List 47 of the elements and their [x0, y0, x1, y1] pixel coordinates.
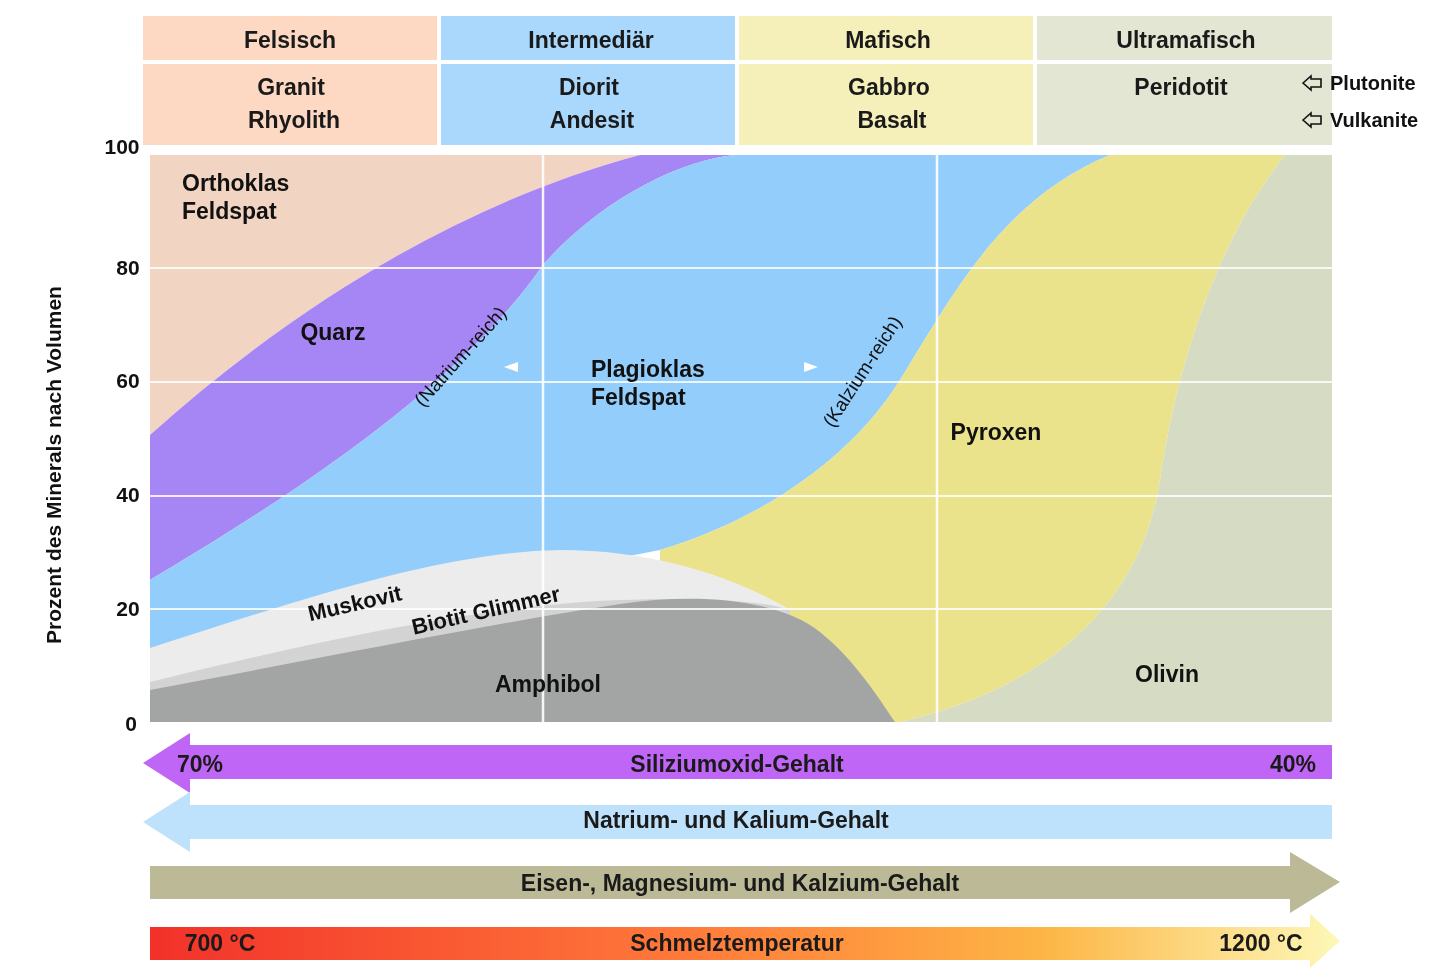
- column-heading: Mafisch: [845, 27, 931, 55]
- scale-label: Natrium- und Kalium-Gehalt: [583, 807, 889, 835]
- scale-label: 700 °C: [184, 930, 256, 958]
- rock-name: Rhyolith: [248, 107, 340, 135]
- tick-label: 60: [116, 368, 140, 394]
- table-cell: [1037, 64, 1332, 145]
- scale-label: 70%: [177, 751, 223, 779]
- scale-band: [143, 792, 1332, 852]
- table-cell: [441, 16, 735, 60]
- row-label: Vulkanite: [1330, 108, 1419, 132]
- tick-label: 100: [104, 134, 140, 160]
- scale-label: Schmelztemperatur: [630, 930, 844, 958]
- scale-band: [143, 733, 1332, 793]
- scale-label: 1200 °C: [1219, 930, 1303, 958]
- rock-name: Andesit: [549, 107, 635, 135]
- mineral-label: Plagioklas Feldspat: [591, 356, 706, 412]
- column-heading: Felsisch: [244, 27, 336, 55]
- mineral-label: Quarz: [300, 319, 366, 347]
- table-cell: [143, 64, 437, 145]
- rock-name: Peridotit: [1134, 74, 1228, 102]
- table-cell: [441, 64, 735, 145]
- table-cell: [739, 64, 1033, 145]
- rock-name: Gabbro: [848, 74, 930, 102]
- scale-label: 40%: [1270, 751, 1316, 779]
- mineral-label: Biotit Glimmer: [409, 581, 563, 641]
- rock-name: Diorit: [558, 74, 620, 102]
- tick-label: 20: [116, 596, 140, 622]
- scale-band: [150, 914, 1340, 968]
- scale-label: Eisen-, Magnesium- und Kalzium-Gehalt: [520, 870, 960, 898]
- mineral-label: Muskovit: [305, 580, 405, 628]
- scale-band: [150, 852, 1340, 913]
- tick-label: 0: [125, 711, 137, 737]
- mineral-label: Olivin: [1135, 661, 1199, 689]
- column-heading: Intermediär: [528, 27, 654, 55]
- table-cell: [1037, 16, 1332, 60]
- axis-title: Prozent des Minerals nach Volumen: [41, 286, 67, 644]
- tick-label: 80: [116, 255, 140, 281]
- rock-name: Basalt: [857, 107, 927, 135]
- mineral-label: Pyroxen: [950, 419, 1042, 447]
- table-cell: [739, 16, 1033, 60]
- mineral-label: Orthoklas Feldspat: [182, 170, 291, 226]
- tick-label: 40: [116, 482, 140, 508]
- scale-label: Siliziumoxid-Gehalt: [630, 751, 844, 779]
- table-cell: [143, 16, 437, 60]
- column-heading: Ultramafisch: [1116, 27, 1256, 55]
- row-label: Plutonite: [1330, 71, 1416, 95]
- rock-name: Granit: [257, 74, 325, 102]
